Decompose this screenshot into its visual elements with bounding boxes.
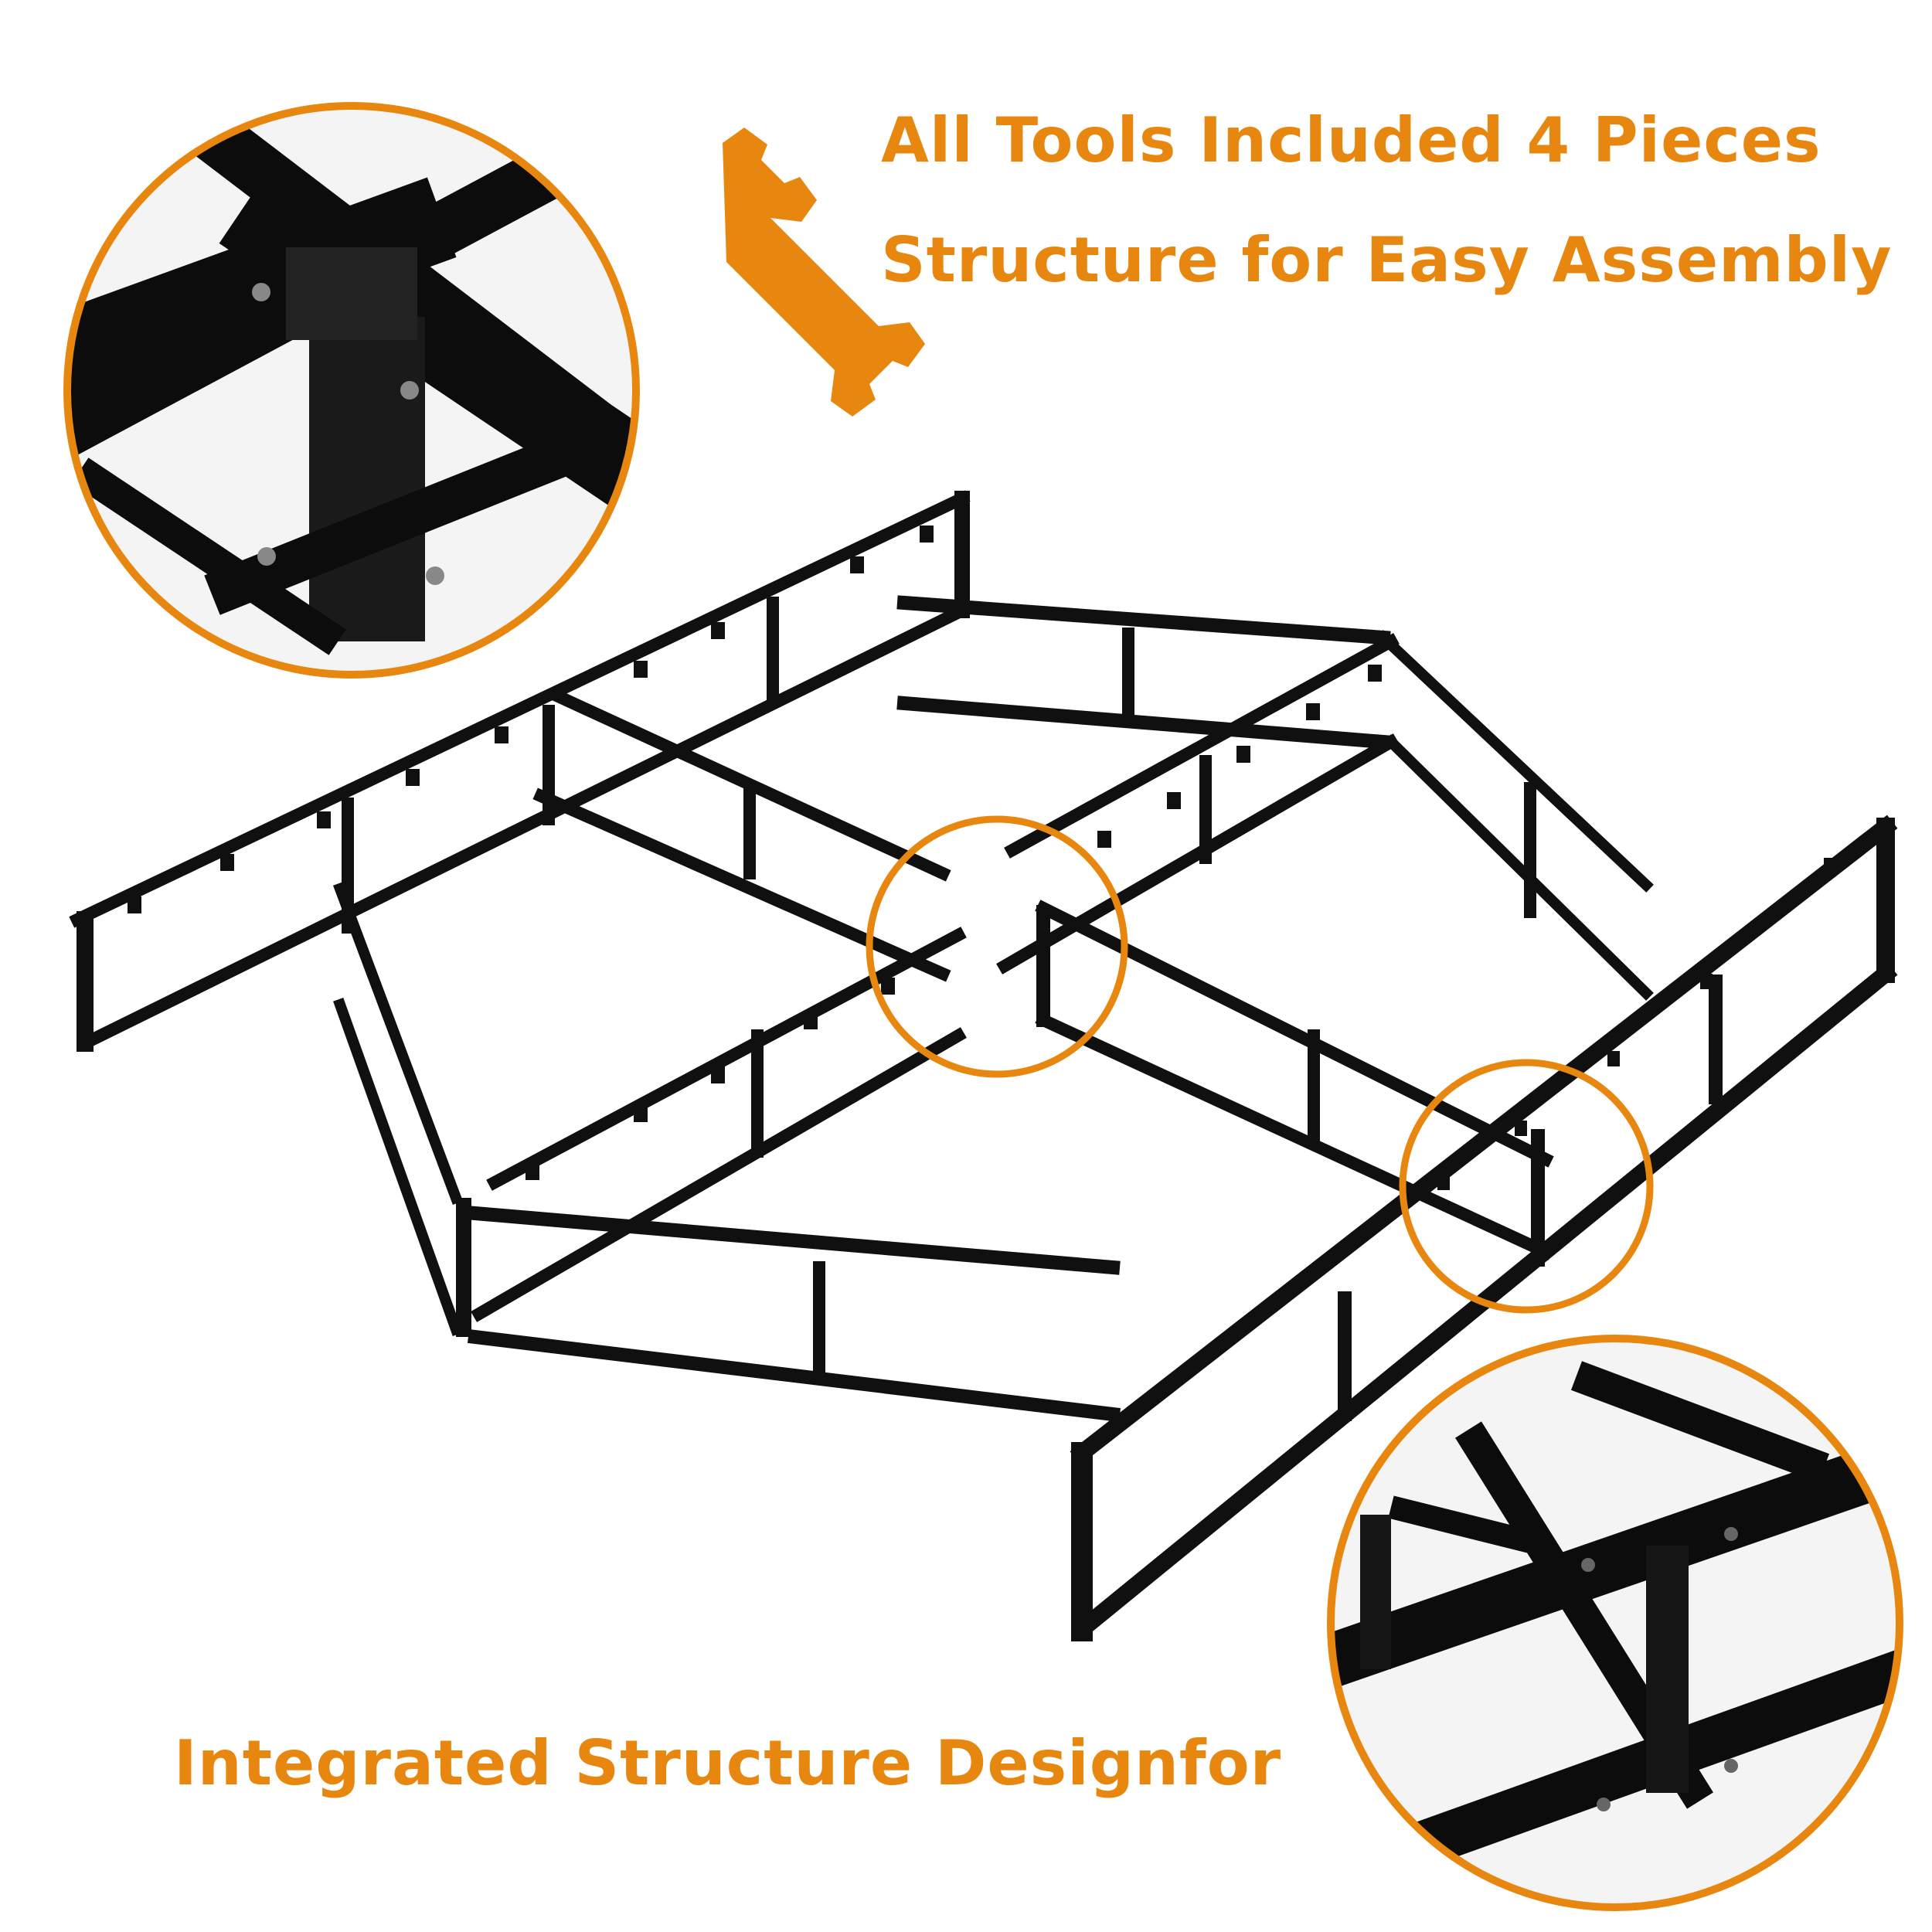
headline-assembly: Structure for Easy Assembly [881,224,1893,296]
side-joint-highlight [1399,1059,1654,1314]
wrench-icon [723,128,925,417]
bed-frame [69,490,1898,1641]
corner-joint-detail [63,102,640,679]
center-joint-highlight [866,815,1128,1078]
headline-tools: All Tools Included 4 Pieces [881,104,1821,176]
rail-joint-detail [1327,1335,1903,1911]
headline-integrated: Integrated Structure Designfor [174,1727,1282,1799]
rail-clips [128,526,1836,1190]
